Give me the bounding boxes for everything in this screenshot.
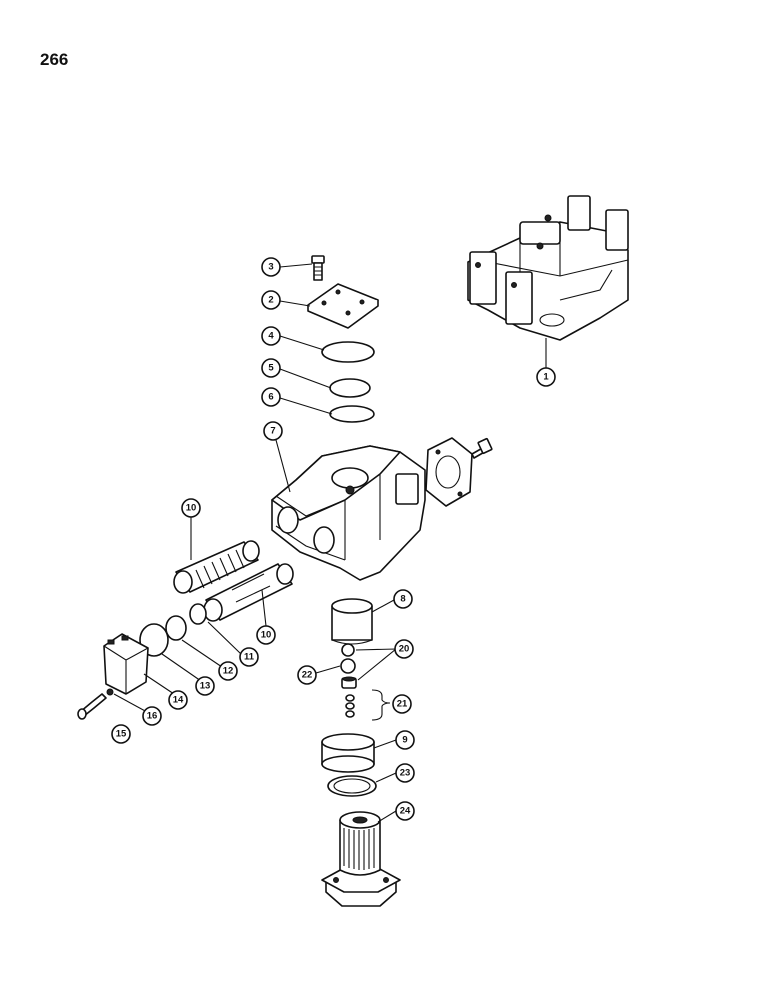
svg-text:11: 11	[244, 652, 255, 663]
callout-6: 6	[261, 387, 281, 407]
svg-text:8: 8	[400, 594, 405, 605]
svg-text:22: 22	[302, 670, 313, 681]
leader-line	[315, 665, 341, 674]
svg-text:23: 23	[400, 768, 411, 779]
sleeve-part	[331, 598, 373, 645]
svg-text:10: 10	[261, 630, 272, 641]
callout-11: 11	[239, 647, 259, 667]
ball-part	[341, 643, 355, 657]
svg-text:5: 5	[268, 363, 274, 374]
leader-line	[375, 772, 397, 783]
callout-20: 20	[394, 639, 414, 659]
svg-text:15: 15	[116, 729, 127, 740]
callout-22: 22	[297, 665, 317, 685]
callout-4: 4	[261, 326, 281, 346]
leader-line	[161, 653, 202, 682]
svg-text:6: 6	[268, 392, 273, 403]
ball-part	[340, 658, 356, 674]
leader-line	[279, 368, 332, 389]
bushing-part	[321, 733, 375, 773]
leader-line	[377, 810, 397, 823]
cover-plate-part	[307, 283, 379, 329]
svg-text:3: 3	[268, 262, 273, 273]
screw-part	[77, 693, 107, 720]
svg-text:21: 21	[397, 699, 408, 710]
spacer-part	[345, 710, 355, 718]
svg-text:4: 4	[268, 331, 274, 342]
leader-line	[113, 693, 148, 713]
svg-text:13: 13	[200, 681, 211, 692]
o-ring-part	[189, 603, 207, 625]
svg-text:2: 2	[268, 295, 273, 306]
assembled-housing-part	[467, 195, 629, 341]
washer-part	[106, 688, 114, 696]
callout-10-upper: 10	[181, 498, 201, 518]
svg-text:10: 10	[186, 503, 197, 514]
callout-16: 16	[142, 706, 162, 726]
callout-3: 3	[261, 257, 281, 277]
leader-line	[181, 639, 223, 668]
callout-13: 13	[195, 676, 215, 696]
callout-1: 1	[536, 367, 556, 387]
leader-line	[373, 739, 397, 749]
spacer-part	[345, 702, 355, 710]
leader-line	[279, 300, 311, 307]
svg-text:14: 14	[173, 695, 184, 706]
callout-14: 14	[168, 690, 188, 710]
svg-text:9: 9	[402, 735, 407, 746]
callout-2: 2	[261, 290, 281, 310]
leader-line	[207, 621, 242, 655]
spacer-part	[345, 694, 355, 702]
splined-shaft-part	[321, 811, 401, 907]
leader-line	[371, 599, 395, 613]
bolt-part	[311, 255, 325, 281]
callout-12: 12	[218, 661, 238, 681]
callout-10-lower: 10	[256, 625, 276, 645]
o-ring-part	[321, 341, 375, 363]
seal-ring-part	[327, 775, 377, 797]
ring-part	[329, 405, 375, 423]
valve-body-part	[271, 445, 426, 581]
leader-line	[279, 397, 333, 415]
svg-text:7: 7	[270, 426, 275, 437]
side-cover-part	[425, 437, 493, 507]
callout-24: 24	[395, 801, 415, 821]
svg-text:20: 20	[399, 644, 410, 655]
svg-text:12: 12	[223, 666, 234, 677]
spool-part	[173, 540, 260, 594]
callout-21: 21	[392, 694, 412, 714]
svg-text:1: 1	[543, 372, 549, 383]
leader-line	[355, 648, 397, 681]
leader-line	[279, 263, 313, 268]
callout-23: 23	[395, 763, 415, 783]
callout-5: 5	[261, 358, 281, 378]
svg-text:16: 16	[147, 711, 158, 722]
leader-line	[261, 589, 267, 627]
callout-7: 7	[263, 421, 283, 441]
o-ring-part	[165, 615, 187, 641]
callout-8: 8	[393, 589, 413, 609]
ring-part	[329, 378, 371, 398]
end-cap-part	[103, 633, 149, 695]
group-bracket	[371, 689, 391, 721]
leader-line	[279, 335, 325, 351]
page-number: 266	[40, 50, 69, 69]
callout-9: 9	[395, 730, 415, 750]
leader-line	[275, 439, 291, 493]
callout-15: 15	[111, 724, 131, 744]
leader-line	[143, 673, 175, 695]
seat-part	[341, 676, 357, 689]
svg-text:24: 24	[400, 806, 411, 817]
